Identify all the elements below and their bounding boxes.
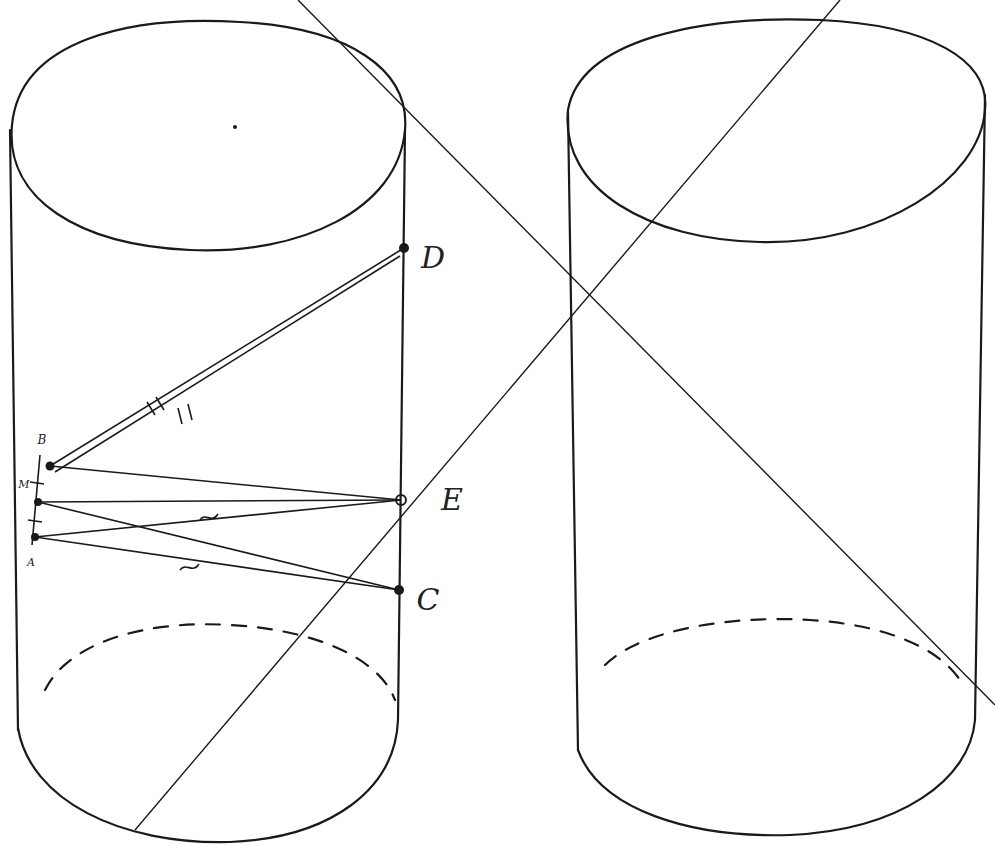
- point-label: E: [441, 485, 463, 515]
- tick-mark: [28, 482, 44, 522]
- top-ellipse: [12, 21, 406, 250]
- top-ellipse: [568, 19, 986, 242]
- segment: [35, 500, 401, 537]
- point-dot: [399, 243, 409, 253]
- segment: [50, 466, 401, 500]
- point-label: B: [38, 434, 47, 446]
- cylinder-side: [398, 130, 405, 720]
- point-label: A: [27, 557, 35, 568]
- bottom-arc: [578, 720, 975, 835]
- cylinder-side: [568, 112, 578, 750]
- segment: [55, 256, 400, 472]
- construction-line: [298, 0, 995, 705]
- segment: [50, 248, 404, 466]
- point-label: C: [417, 585, 440, 615]
- hidden-arc: [45, 624, 395, 700]
- point-dot: [394, 585, 404, 595]
- bottom-arc: [18, 720, 398, 842]
- point-label: M: [18, 479, 29, 490]
- tick-mark: [147, 397, 164, 415]
- point-dot: [46, 462, 55, 471]
- construction-line: [135, 0, 840, 830]
- point-label: D: [421, 243, 445, 273]
- tick-mark: [178, 404, 192, 424]
- point-dot: [31, 533, 39, 541]
- point-dot: [34, 498, 42, 506]
- hidden-arc: [605, 619, 960, 680]
- tick-mark: [200, 514, 218, 520]
- segment: [38, 500, 401, 502]
- point-dot: [396, 495, 406, 505]
- cylinder-side: [975, 95, 985, 720]
- cylinder-side: [10, 130, 18, 730]
- segment: [35, 537, 399, 590]
- point-dot: [233, 125, 237, 129]
- tick-mark: [180, 564, 199, 570]
